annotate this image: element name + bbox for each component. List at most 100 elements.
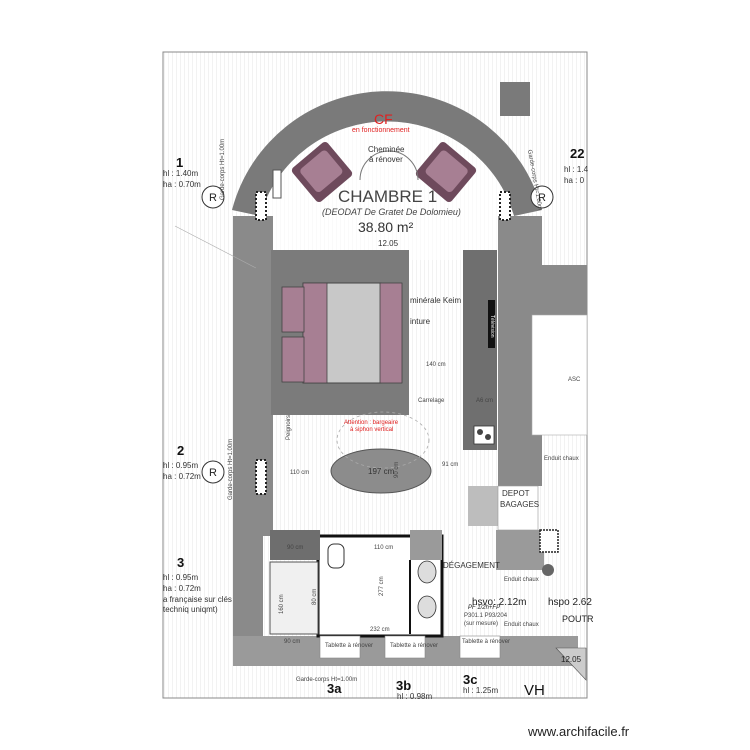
tv-cabinet bbox=[463, 250, 497, 450]
warning-2: à siphon vertical bbox=[350, 427, 393, 433]
depot-room bbox=[497, 485, 539, 531]
window-22-hl: hl : 1.4 bbox=[564, 165, 589, 174]
radiator-window-2 bbox=[272, 169, 282, 199]
warning-circle bbox=[336, 411, 430, 469]
leader-line bbox=[174, 225, 257, 269]
fireplace-label-1: Cheminée bbox=[368, 145, 405, 154]
armchair-right bbox=[415, 141, 477, 203]
dim-277: 277 cm bbox=[379, 576, 385, 596]
window-3-extra-2: techniq uniqmt) bbox=[163, 605, 218, 614]
poutre-label: POUTR bbox=[562, 614, 594, 624]
radiator-left-2 bbox=[255, 459, 267, 495]
warning-1: Attention : bargeaire bbox=[344, 420, 399, 426]
oval-table bbox=[330, 448, 432, 494]
dim-a6: A6 cm bbox=[476, 398, 493, 404]
dim-90-table: 90 cm bbox=[394, 462, 400, 478]
bathroom-partition-left bbox=[270, 530, 320, 560]
watermark: www.archifacile.fr bbox=[528, 724, 630, 739]
apse-wall bbox=[232, 91, 542, 216]
hsvo-label: hsvo: 2.12m bbox=[472, 597, 526, 608]
label-carrelage: Carrelage bbox=[418, 398, 445, 404]
label-mineral: minérale Keim bbox=[410, 296, 461, 305]
pf-label: PF 1/2h+FP bbox=[468, 605, 500, 611]
window-2-ha: ha : 0.72m bbox=[163, 472, 201, 481]
dim-110: 110 cm bbox=[290, 470, 309, 476]
hob-2 bbox=[485, 434, 491, 440]
surmesure-label: (sur mesure) bbox=[464, 621, 498, 627]
column bbox=[542, 564, 554, 576]
room-subtitle: (DEODAT De Gratet De Dolomieu) bbox=[322, 207, 461, 217]
depot-wall bbox=[468, 486, 498, 526]
window-3c-id: 3c bbox=[463, 672, 477, 687]
dim-91: 91 cm bbox=[442, 462, 458, 468]
dim-1205: 12.05 bbox=[378, 239, 399, 248]
status-text: en fonctionnement bbox=[352, 127, 410, 134]
toilet bbox=[327, 543, 345, 569]
dim-197: 197 cm bbox=[368, 467, 395, 476]
bathroom-partition-right bbox=[410, 530, 442, 560]
sill-triangle bbox=[555, 647, 587, 681]
window-22-id: 22 bbox=[570, 146, 584, 161]
enduit-label-3: Enduit chaux bbox=[544, 456, 579, 462]
dim-160: 160 cm bbox=[279, 594, 285, 614]
pillow-bottom bbox=[281, 336, 305, 383]
label-peinture: inture bbox=[410, 317, 431, 326]
shower-tray bbox=[269, 561, 319, 635]
window-2-marker bbox=[201, 460, 225, 484]
left-wall-lower bbox=[233, 536, 263, 646]
sink-top bbox=[417, 560, 437, 584]
window-1-ha: ha : 0.70m bbox=[163, 180, 201, 189]
tablette-right bbox=[459, 635, 501, 659]
fireplace-label-2: à rénover bbox=[369, 155, 403, 164]
garde-corps-2: Garde-corps Ht=1.00m bbox=[228, 439, 234, 500]
label-television: Télévision bbox=[489, 315, 495, 338]
enduit-label-1: Enduit chaux bbox=[504, 577, 539, 583]
sink-bottom bbox=[417, 595, 437, 619]
tablette-right-label: Tablette à rénover bbox=[462, 639, 510, 645]
window-2-hl: hl : 0.95m bbox=[163, 461, 198, 470]
window-22-ha: ha : 0 bbox=[564, 176, 585, 185]
window-3c-hl: hl : 1.25m bbox=[463, 686, 498, 695]
window-1-id: 1 bbox=[176, 155, 183, 170]
bed-cover bbox=[302, 282, 328, 384]
garde-corps-bottom: Garde-corps Ht=1.00m bbox=[296, 677, 357, 683]
dim-140: 140 cm bbox=[426, 362, 446, 368]
radiator-left bbox=[255, 191, 267, 221]
tablette-left bbox=[319, 635, 361, 659]
room-name: CHAMBRE 1 bbox=[338, 187, 437, 206]
label-peignoirs: Peignoirs bbox=[286, 415, 292, 440]
hob-1 bbox=[477, 429, 483, 435]
tablette-mid-label: Tablette à rénover bbox=[390, 643, 438, 649]
window-1-hl: hl : 1.40m bbox=[163, 169, 198, 178]
television bbox=[488, 300, 495, 348]
window-1-r: R bbox=[209, 192, 217, 204]
degagement-label: DÉGAGEMENT bbox=[443, 561, 500, 570]
right-annex-wall bbox=[542, 265, 587, 315]
window-2-r: R bbox=[209, 467, 217, 479]
radiator-right bbox=[499, 191, 511, 221]
dim-110b: 110 cm bbox=[374, 545, 393, 551]
dim-90a: 90 cm bbox=[287, 545, 303, 551]
window-3-id: 3 bbox=[177, 555, 184, 570]
pillow-top bbox=[281, 286, 305, 333]
window-3-extra-1: a française sur clés bbox=[163, 595, 232, 604]
right-lower-wall bbox=[496, 530, 544, 570]
vent-grille bbox=[539, 529, 559, 553]
window-1-marker bbox=[201, 185, 225, 209]
fireplace-arc bbox=[359, 150, 419, 181]
status-code: CF bbox=[374, 111, 393, 127]
hspo-label: hspo 2.62 bbox=[548, 597, 592, 608]
bed-headboard bbox=[379, 282, 403, 384]
dim-90b: 90 cm bbox=[284, 639, 300, 645]
bagages-label: BAGAGES bbox=[500, 500, 539, 509]
window-3a-id: 3a bbox=[327, 681, 342, 696]
window-3-ha: ha : 0.72m bbox=[163, 584, 201, 593]
window-22-marker bbox=[530, 185, 554, 209]
depot-label: DEPOT bbox=[502, 489, 530, 498]
dim-80: 80 cm bbox=[312, 589, 318, 605]
window-3-hl: hl : 0.95m bbox=[163, 573, 198, 582]
vh-label: VH bbox=[524, 682, 545, 699]
ascenseur-label: ASC bbox=[568, 377, 581, 383]
dim-232: 232 cm bbox=[370, 627, 390, 633]
